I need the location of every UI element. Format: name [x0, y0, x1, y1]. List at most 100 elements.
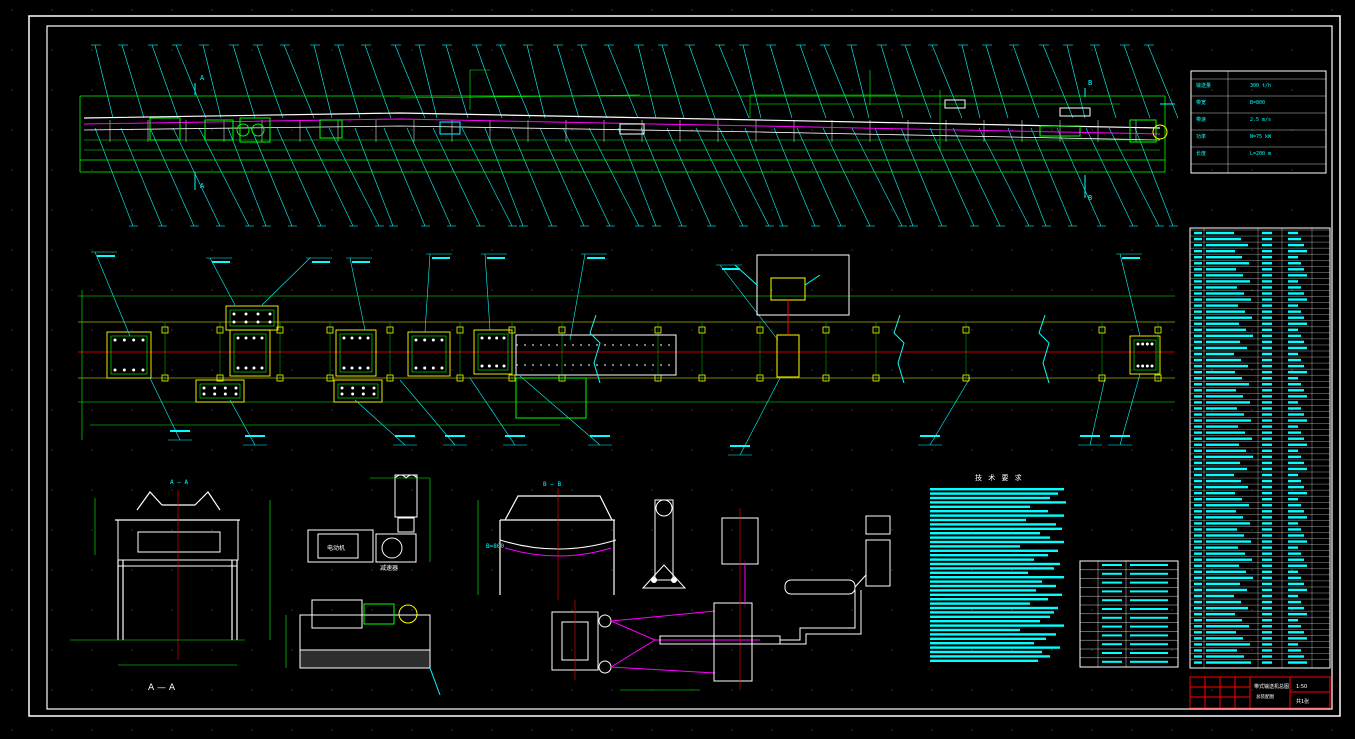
bolt-mark	[268, 312, 272, 316]
grid-dot	[691, 409, 693, 411]
note-line	[930, 646, 1060, 649]
bolt-mark	[350, 336, 354, 340]
idler-frame	[333, 379, 383, 403]
cell-bar	[1206, 322, 1239, 325]
grid-dot	[171, 289, 173, 291]
leader-line	[305, 127, 354, 227]
grid-dot	[1251, 289, 1253, 291]
grid-dot	[731, 729, 733, 731]
grid-dot	[491, 249, 493, 251]
cell-bar	[1206, 243, 1248, 247]
cell-bar	[1288, 401, 1298, 404]
cell-bar	[1288, 358, 1301, 362]
grid-dot	[771, 249, 773, 251]
cell-bar	[1288, 637, 1307, 640]
grid-dot	[651, 609, 653, 611]
leader-line	[149, 127, 195, 227]
grid-dot	[51, 569, 53, 571]
bolt-mark	[1141, 364, 1145, 368]
leader-line	[929, 127, 975, 227]
grid-dot	[251, 729, 253, 731]
grid-dot	[931, 249, 933, 251]
grid-dot	[971, 409, 973, 411]
grid-dot	[971, 209, 973, 211]
grid-dot	[851, 369, 853, 371]
grid-dot	[251, 449, 253, 451]
grid-dot	[171, 89, 173, 91]
leader-line	[719, 264, 779, 341]
grid-dot	[1331, 9, 1333, 11]
cell-bar	[1206, 352, 1234, 356]
grid-dot	[1091, 649, 1093, 651]
grid-dot	[1171, 49, 1173, 51]
grid-dot	[171, 9, 173, 11]
grid-dot	[811, 249, 813, 251]
grid-dot	[971, 329, 973, 331]
idler-frame-inner	[337, 383, 379, 399]
cell-bar	[1288, 407, 1301, 410]
grid-dot	[731, 689, 733, 691]
cell-bar	[1288, 413, 1304, 416]
cell-bar	[1194, 304, 1202, 307]
cell-bar	[1194, 231, 1202, 235]
grid-dot	[211, 129, 213, 131]
cell-bar	[1288, 564, 1307, 567]
leader-text-bar	[487, 257, 505, 259]
grid-dot	[1211, 609, 1213, 611]
grid-dot	[1011, 209, 1013, 211]
grid-dot	[531, 49, 533, 51]
leader-line	[661, 44, 685, 119]
grid-dot	[1091, 729, 1093, 731]
cell-bar	[1194, 582, 1202, 586]
cell-bar	[1130, 660, 1168, 663]
grid-dot	[651, 89, 653, 91]
grid-dot	[891, 409, 893, 411]
grid-dot	[1131, 169, 1133, 171]
cell-bar	[1206, 286, 1237, 289]
leader-line	[874, 127, 914, 227]
cell-bar	[1262, 498, 1272, 501]
grid-dot	[651, 169, 653, 171]
grid-dot	[291, 689, 293, 691]
note-line	[930, 571, 1028, 574]
cell-bar	[1262, 262, 1272, 265]
cell-bar	[1194, 256, 1202, 259]
grid-dot	[51, 329, 53, 331]
grid-dot	[1131, 409, 1133, 411]
grid-dot	[931, 329, 933, 331]
grid-dot	[1051, 729, 1053, 731]
spec-row-0: 300 t/h	[1250, 83, 1271, 89]
cell-bar	[1288, 485, 1304, 489]
grid-dot	[411, 489, 413, 491]
cell-bar	[1194, 522, 1202, 525]
bolt-mark	[1150, 342, 1154, 346]
section-a-a-label: A — A	[148, 683, 176, 693]
plan-view	[78, 251, 1175, 456]
grid-dot	[411, 329, 413, 331]
bolt-mark	[414, 338, 418, 342]
grid-dot	[51, 9, 53, 11]
grid-dot	[931, 169, 933, 171]
grid-dot	[891, 9, 893, 11]
cell-bar	[1206, 280, 1250, 283]
grid-dot	[91, 529, 93, 531]
section-a-a-view: A — A A — A	[70, 479, 271, 693]
cell-bar	[1194, 467, 1202, 471]
cell-bar	[1288, 606, 1304, 610]
cell-bar	[1194, 370, 1202, 374]
grid-dot	[651, 329, 653, 331]
cell-bar	[1262, 449, 1272, 452]
grid-dot	[91, 689, 93, 691]
cell-bar	[1288, 576, 1301, 580]
bolt-mark	[268, 320, 272, 324]
grid-dot	[11, 289, 13, 291]
grid-dot	[211, 489, 213, 491]
grid-dot	[411, 409, 413, 411]
note-line	[930, 633, 1056, 636]
grid-dot	[451, 169, 453, 171]
note-line	[930, 527, 1062, 530]
cell-bar	[1288, 504, 1301, 507]
bolt-mark	[244, 312, 248, 316]
note-line	[930, 501, 1066, 504]
